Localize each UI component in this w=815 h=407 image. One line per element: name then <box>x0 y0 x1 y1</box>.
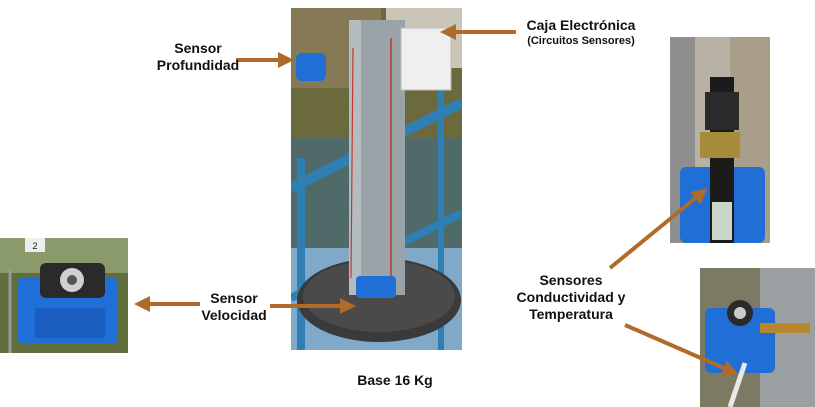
label-base: Base 16 Kg <box>357 372 433 388</box>
label-sensor-profundidad-line1: Sensor <box>174 40 222 56</box>
label-sensores-line2: Conductividad y <box>516 289 626 305</box>
label-sensor-velocidad-line2: Velocidad <box>201 307 267 323</box>
label-sensor-profundidad-line2: Profundidad <box>156 57 240 73</box>
velocity-sensor-photo: 2 <box>0 238 128 353</box>
main-station-drawing <box>291 8 462 350</box>
label-caja-electronica-sub: (Circuitos Sensores) <box>527 35 635 47</box>
velocity-sensor-drawing: 2 <box>0 238 128 353</box>
label-sensor-profundidad: Sensor Profundidad <box>146 40 250 74</box>
label-sensor-velocidad-line1: Sensor <box>210 290 258 306</box>
main-station-photo <box>291 8 462 350</box>
conductivity-sensor-photo-bottom <box>700 268 815 407</box>
label-sensores-conductividad-temperatura: Sensores Conductividad y Temperatura <box>508 272 634 323</box>
label-sensores-line1: Sensores <box>539 272 603 288</box>
conductivity-sensor-top-drawing <box>670 37 770 243</box>
conductivity-sensor-photo-top <box>670 37 770 243</box>
label-caja-electronica-title: Caja Electrónica <box>526 17 636 33</box>
sign-number: 2 <box>32 241 37 251</box>
label-sensores-line3: Temperatura <box>529 306 613 322</box>
label-caja-electronica: Caja Electrónica (Circuitos Sensores) <box>506 17 656 48</box>
label-sensor-velocidad: Sensor Velocidad <box>192 290 276 324</box>
conductivity-sensor-bottom-drawing <box>700 268 815 407</box>
